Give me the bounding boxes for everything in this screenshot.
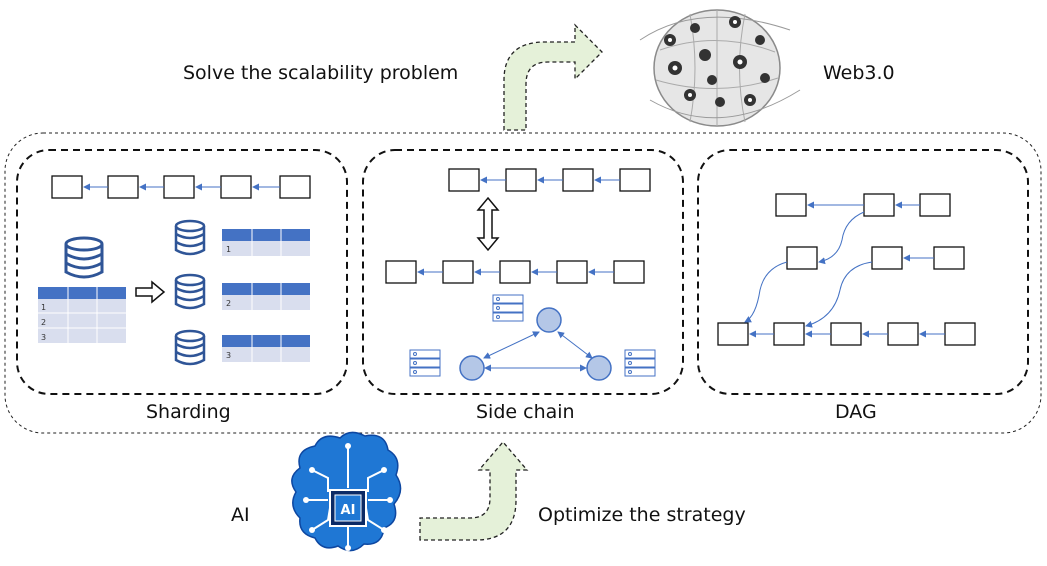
shard-table: 2 xyxy=(222,283,310,310)
optimize-strategy-label: Optimize the strategy xyxy=(538,504,746,526)
ai-label: AI xyxy=(231,504,250,526)
big-table-row-2: 2 xyxy=(41,318,46,327)
dag-title: DAG xyxy=(835,401,877,423)
optimize-arrow-icon xyxy=(419,441,529,541)
dag-graph xyxy=(717,193,976,346)
web3-globe-icon xyxy=(639,9,801,127)
shard-table: 1 xyxy=(222,229,310,256)
big-table: 1 2 3 xyxy=(38,287,126,343)
solve-arrow-icon xyxy=(503,23,603,131)
dag-panel xyxy=(697,149,1029,395)
ai-chip-text: AI xyxy=(341,503,356,518)
shard-table: 3 xyxy=(222,335,310,362)
bridge-arrow-icon xyxy=(476,196,500,252)
shard-table-row-3: 3 xyxy=(226,351,231,360)
web3-label: Web3.0 xyxy=(823,62,895,84)
sharding-panel xyxy=(16,149,348,395)
side-chain-title: Side chain xyxy=(476,401,575,423)
side-chain xyxy=(385,260,645,284)
shard-database-icon xyxy=(174,273,206,310)
shard-database-icon xyxy=(174,219,206,256)
shard-table-row-1: 1 xyxy=(226,245,231,254)
database-icon xyxy=(64,236,104,279)
sharding-title: Sharding xyxy=(146,401,231,423)
server-icon xyxy=(492,294,524,322)
outer-container xyxy=(4,132,1042,434)
sharding-chain xyxy=(51,175,311,199)
big-table-row-3: 3 xyxy=(41,333,46,342)
solve-scalability-label: Solve the scalability problem xyxy=(183,62,459,84)
shard-database-icon xyxy=(174,329,206,366)
server-icon xyxy=(409,349,441,377)
node-network xyxy=(459,307,612,381)
main-chain xyxy=(448,168,651,192)
shard-split-arrow-icon xyxy=(135,280,166,304)
shard-table-row-2: 2 xyxy=(226,299,231,308)
ai-brain-icon: AI xyxy=(291,431,402,552)
side-chain-panel xyxy=(362,149,684,395)
big-table-row-1: 1 xyxy=(41,303,46,312)
server-icon xyxy=(624,349,656,377)
